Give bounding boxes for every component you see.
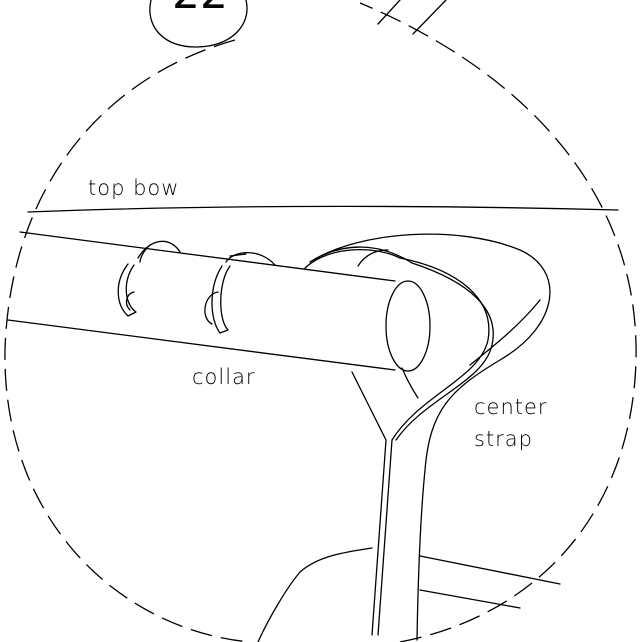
center-strap-band <box>309 233 551 641</box>
top-bow-edge <box>27 205 619 213</box>
top-bow-tube <box>7 231 431 372</box>
center-strap-label-line-1: center <box>474 395 548 419</box>
step-number: 22 <box>172 0 228 19</box>
leader-line-2 <box>412 0 447 35</box>
clip-2 <box>204 251 276 334</box>
center-strap-label-line-2: strap <box>474 427 533 451</box>
lower-bracket <box>257 547 561 642</box>
top-bow-label: top bow <box>88 176 179 200</box>
clip-1 <box>117 240 181 317</box>
collar-label: collar <box>192 365 256 389</box>
step-number-badge: 22 <box>149 0 248 48</box>
center-strap-loop <box>304 246 494 636</box>
leader-line-1 <box>377 0 401 25</box>
detail-view-circle <box>4 2 637 642</box>
